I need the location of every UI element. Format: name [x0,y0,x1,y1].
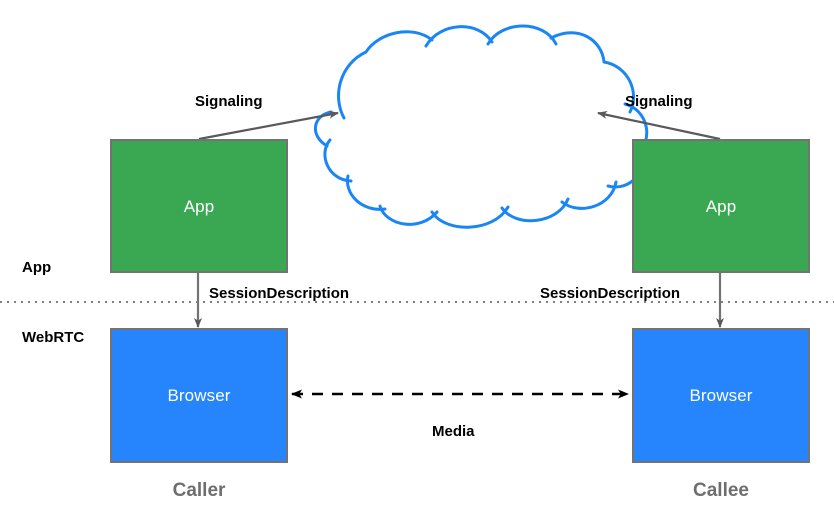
app-node-callee[interactable]: App [632,139,810,273]
browser-node-caller-label: Browser [167,386,231,405]
role-caption-caller: Caller [172,480,226,501]
browser-node-callee[interactable]: Browser [632,328,810,463]
signaling-arrow-left [198,110,339,141]
signaling-label-left: Signaling [195,93,263,110]
signaling-arrow-right [597,110,721,141]
tier-label-webrtc: WebRTC [22,329,85,346]
signaling-label-right: Signaling [625,93,693,110]
app-node-caller[interactable]: App [110,139,288,273]
sessiondescription-label-right: SessionDescription [540,285,681,302]
media-label: Media [432,423,475,440]
browser-node-callee-label: Browser [689,386,753,405]
tier-label-app: App [22,259,52,276]
sessiondescription-label-left: SessionDescription [209,285,350,302]
role-caption-callee: Callee [693,480,749,501]
app-node-caller-label: App [183,196,215,216]
app-node-callee-label: App [705,196,737,216]
network-cloud-icon [314,24,649,229]
browser-node-caller[interactable]: Browser [110,328,288,463]
